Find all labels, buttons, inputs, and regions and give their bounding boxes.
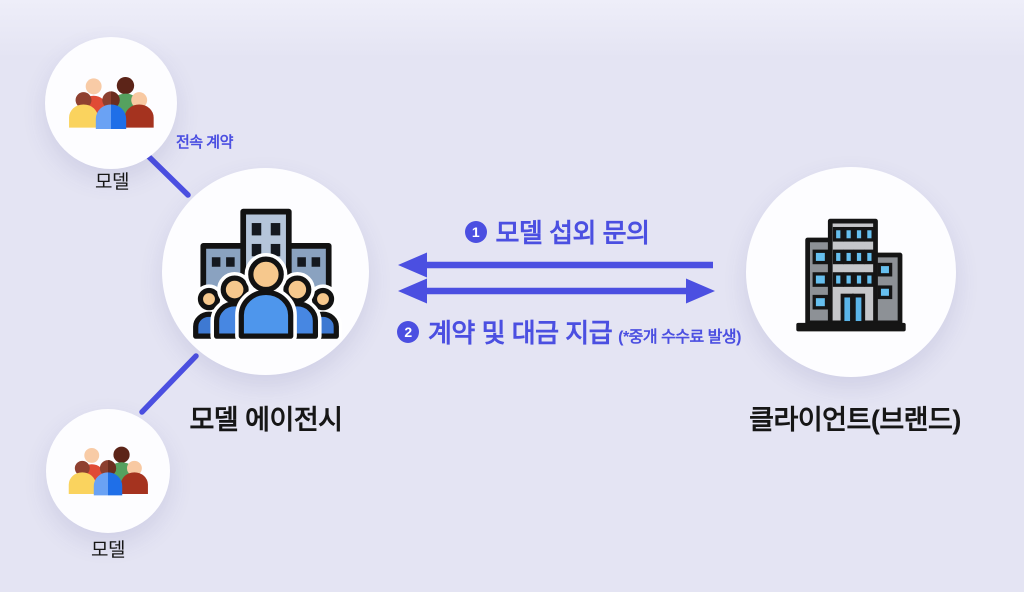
payment-caption-text: 계약 및 대금 지급 bbox=[428, 318, 613, 348]
payment-caption: 2 계약 및 대금 지급 (*중개 수수료 발생) bbox=[397, 313, 741, 350]
people-group-icon bbox=[69, 76, 154, 130]
exclusive-contract-line-top bbox=[140, 148, 191, 198]
node-label-model-top: 모델 bbox=[95, 172, 129, 193]
inquiry-arrow bbox=[398, 252, 713, 278]
node-model-bottom bbox=[46, 409, 170, 533]
exclusive-contract-label: 전속 계약 bbox=[176, 134, 233, 151]
inquiry-caption: 1 모델 섭외 문의 bbox=[400, 213, 714, 250]
step-2-badge: 2 bbox=[397, 320, 419, 343]
payment-arrow bbox=[398, 278, 715, 304]
node-model-top bbox=[45, 37, 177, 169]
node-label-agency: 모델 에이전시 bbox=[189, 405, 343, 435]
node-client bbox=[746, 167, 956, 377]
payment-caption-note: (*중개 수수료 발생) bbox=[618, 328, 741, 346]
exclusive-contract-line-bottom bbox=[139, 353, 199, 415]
node-agency bbox=[162, 168, 369, 375]
agency-crowd-buildings-icon bbox=[189, 208, 342, 339]
office-building-icon bbox=[796, 218, 906, 332]
node-label-client: 클라이언트(브랜드) bbox=[749, 405, 961, 435]
node-label-model-bottom: 모델 bbox=[91, 540, 125, 561]
step-1-badge: 1 bbox=[464, 220, 487, 243]
inquiry-caption-text: 모델 섭외 문의 bbox=[495, 218, 650, 248]
people-group-icon bbox=[68, 446, 148, 496]
